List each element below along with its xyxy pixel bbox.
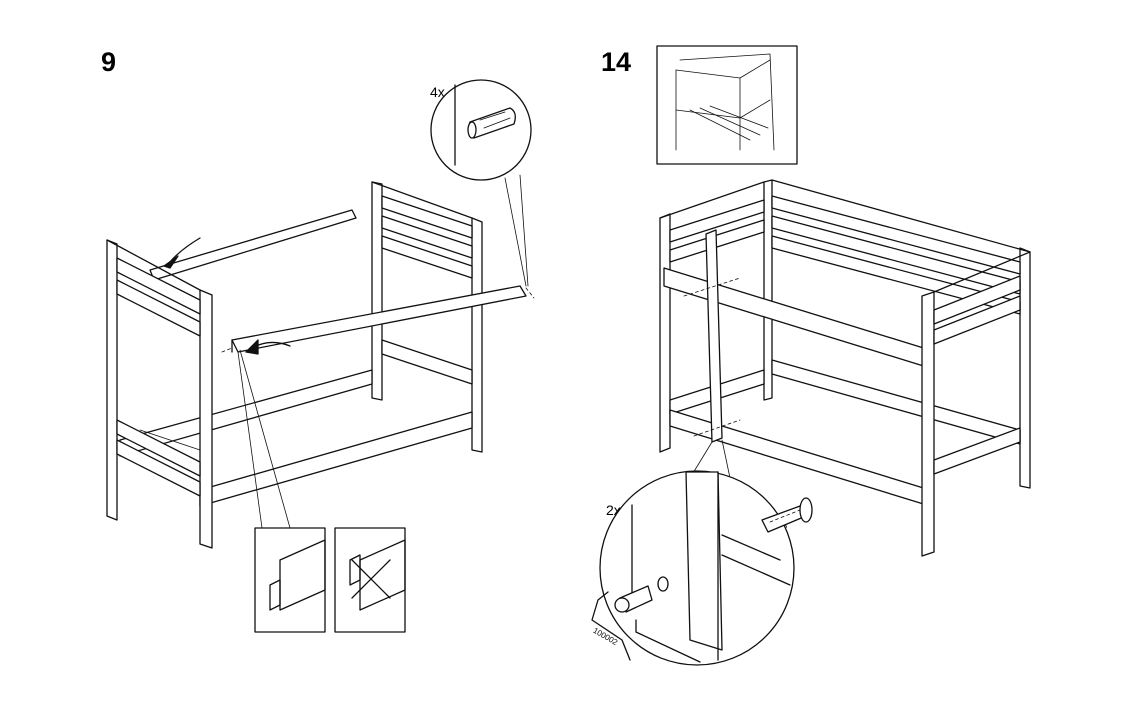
step-14-number: 14 (601, 47, 632, 77)
step-9-bed-frame (106, 79, 535, 633)
dowel-quantity: 4x (430, 84, 445, 100)
step-14-bed-frame (591, 45, 1031, 666)
step-9-number: 9 (101, 47, 117, 77)
